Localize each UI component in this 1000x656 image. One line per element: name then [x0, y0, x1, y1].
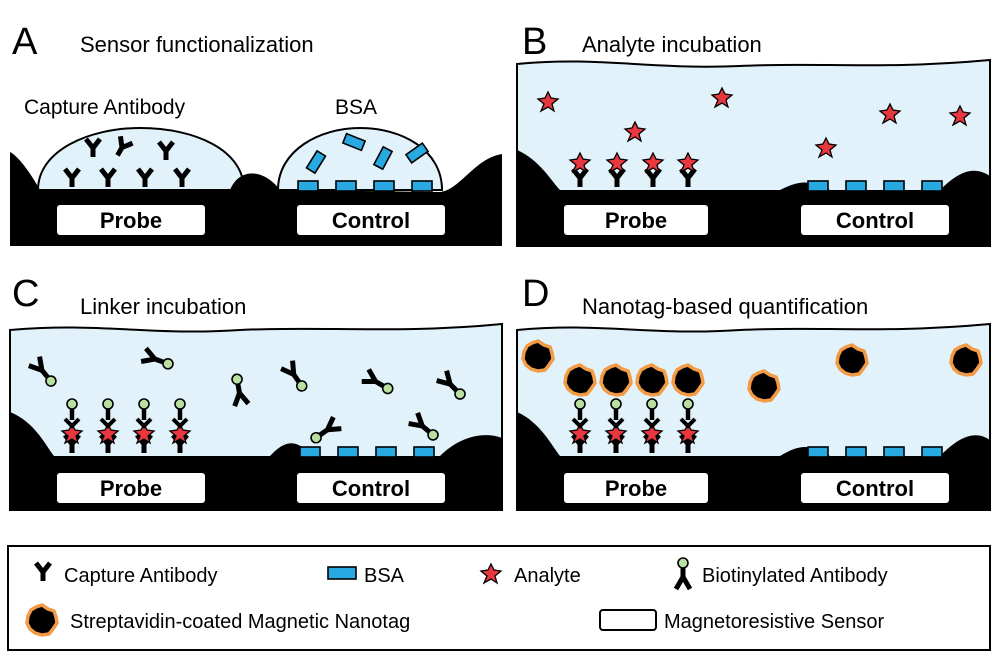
control-label-c: Control — [332, 476, 410, 501]
probe-sensor — [55, 203, 207, 237]
probe-label-d: Probe — [605, 476, 667, 501]
control-label: Control — [332, 208, 410, 233]
panel-b-letter: B — [522, 21, 547, 63]
label-capture-antibody: Capture Antibody — [24, 96, 186, 119]
control-sensor-c — [295, 471, 447, 505]
bsa-droplet — [276, 126, 444, 191]
legend-sensor-icon — [599, 609, 657, 631]
probe-sensor-d — [562, 471, 710, 505]
legend-nanotag-icon — [25, 603, 59, 637]
legend-biotinylated-antibody: Biotinylated Antibody — [702, 565, 888, 587]
legend-bsa-icon — [327, 566, 357, 580]
legend-sensor: Magnetoresistive Sensor — [664, 611, 884, 633]
legend-bsa: BSA — [364, 565, 405, 587]
control-label-b: Control — [836, 208, 914, 233]
panel-b: B Analyte incubation Probe Control — [516, 21, 991, 247]
panel-b-title: Analyte incubation — [582, 32, 762, 57]
legend-capture-antibody: Capture Antibody — [64, 565, 217, 587]
panel-d-letter: D — [522, 273, 549, 315]
probe-label-c: Probe — [100, 476, 162, 501]
legend-analyte: Analyte — [514, 565, 581, 587]
legend-nanotag: Streptavidin-coated Magnetic Nanotag — [70, 611, 410, 633]
label-bsa: BSA — [335, 96, 377, 119]
legend-box — [7, 545, 991, 651]
panel-d: D Nanotag-based quantification Probe Con… — [516, 273, 991, 511]
panel-a: A Sensor functionalization Capture Antib… — [10, 21, 502, 246]
probe-sensor-b — [562, 203, 710, 237]
panel-a-letter: A — [12, 21, 38, 63]
control-sensor-d — [799, 471, 951, 505]
panel-c-letter: C — [12, 273, 39, 315]
panel-d-title: Nanotag-based quantification — [582, 294, 868, 319]
capture-droplet — [36, 126, 246, 191]
panel-a-title: Sensor functionalization — [80, 32, 314, 57]
panel-c-title: Linker incubation — [80, 294, 246, 319]
probe-label-b: Probe — [605, 208, 667, 233]
control-sensor-b — [799, 203, 951, 237]
panel-c: C Linker incubation Probe Control — [9, 273, 503, 511]
probe-label: Probe — [100, 208, 162, 233]
probe-sensor-c — [55, 471, 207, 505]
legend: Capture Antibody BSA Analyte Biotinylate… — [7, 545, 991, 651]
control-sensor — [295, 203, 447, 237]
control-label-d: Control — [836, 476, 914, 501]
